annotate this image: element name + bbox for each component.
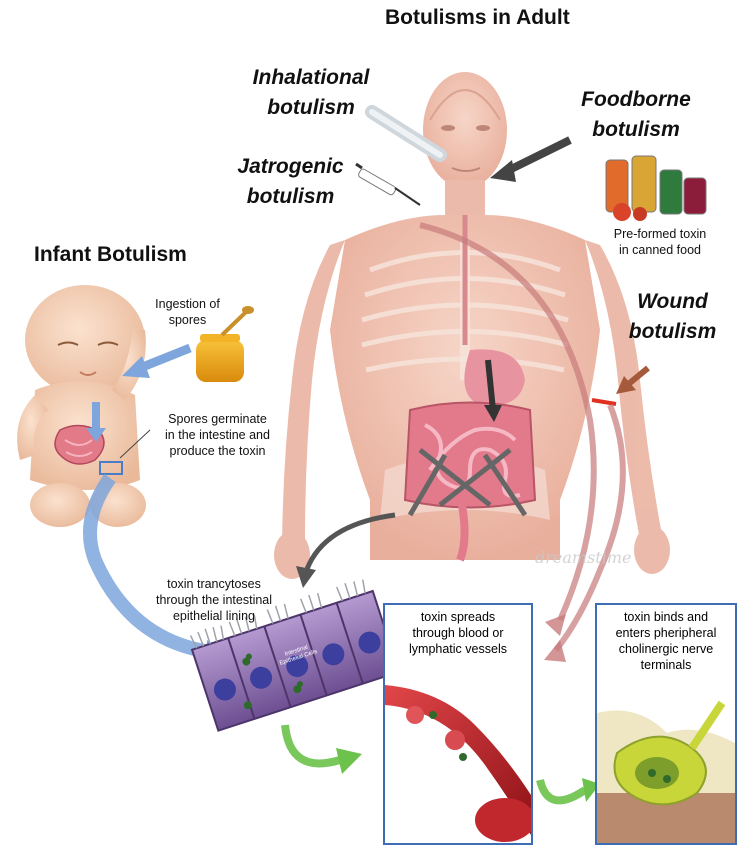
- germinate-line-2: in the intestine and: [150, 427, 285, 443]
- spreads-line-3: lymphatic vessels: [385, 641, 531, 657]
- infant-figure: [17, 285, 146, 527]
- preformed-line-1: Pre-formed toxin: [595, 226, 725, 242]
- ingestion-caption: Ingestion of spores: [135, 296, 240, 328]
- watermark: dreamstime: [535, 548, 631, 567]
- blood-vessel-panel: toxin spreads through blood or lymphatic…: [383, 603, 533, 845]
- wound-label: Wound botulism: [610, 287, 735, 347]
- jatrogenic-needle: [356, 164, 420, 205]
- spreads-caption: toxin spreads through blood or lymphatic…: [385, 609, 531, 657]
- jatrogenic-label: Jatrogenic botulism: [218, 152, 363, 212]
- foodborne-line-2: botulism: [566, 115, 706, 145]
- canned-food-jars: [606, 156, 706, 221]
- preformed-caption: Pre-formed toxin in canned food: [595, 226, 725, 258]
- germinate-line-3: produce the toxin: [150, 443, 285, 459]
- wound-line-1: Wound: [610, 287, 735, 317]
- adult-title: Botulisms in Adult: [385, 6, 570, 30]
- trancytoses-line-1: toxin trancytoses: [134, 576, 294, 592]
- inhalational-line-2: botulism: [236, 93, 386, 123]
- spreads-line-2: through blood or: [385, 625, 531, 641]
- binds-line-2: enters pheripheral: [597, 625, 735, 641]
- wound-line-2: botulism: [610, 317, 735, 347]
- preformed-line-2: in canned food: [595, 242, 725, 258]
- ingestion-line-2: spores: [135, 312, 240, 328]
- trancytoses-line-3: epithelial lining: [134, 608, 294, 624]
- infant-title: Infant Botulism: [34, 243, 187, 267]
- trancytoses-line-2: through the intestinal: [134, 592, 294, 608]
- trancytoses-caption: toxin trancytoses through the intestinal…: [134, 576, 294, 624]
- foodborne-label: Foodborne botulism: [566, 85, 706, 145]
- jatrogenic-line-1: Jatrogenic: [218, 152, 363, 182]
- foodborne-line-1: Foodborne: [566, 85, 706, 115]
- binds-line-4: terminals: [597, 657, 735, 673]
- inhalational-label: Inhalational botulism: [236, 63, 386, 123]
- red-arrowhead-1: [545, 614, 566, 636]
- nerve-terminal-panel: toxin binds and enters pheripheral choli…: [595, 603, 737, 845]
- binds-line-3: cholinergic nerve: [597, 641, 735, 657]
- inhalational-line-1: Inhalational: [236, 63, 386, 93]
- green-arrowhead-1: [336, 748, 362, 774]
- germinate-caption: Spores germinate in the intestine and pr…: [150, 411, 285, 459]
- blood-vessel-illustration: [385, 685, 531, 845]
- binds-caption: toxin binds and enters pheripheral choli…: [597, 609, 735, 673]
- nerve-terminal-illustration: [597, 693, 735, 843]
- ingestion-line-1: Ingestion of: [135, 296, 240, 312]
- germinate-line-1: Spores germinate: [150, 411, 285, 427]
- binds-line-1: toxin binds and: [597, 609, 735, 625]
- spreads-line-1: toxin spreads: [385, 609, 531, 625]
- jatrogenic-line-2: botulism: [218, 182, 363, 212]
